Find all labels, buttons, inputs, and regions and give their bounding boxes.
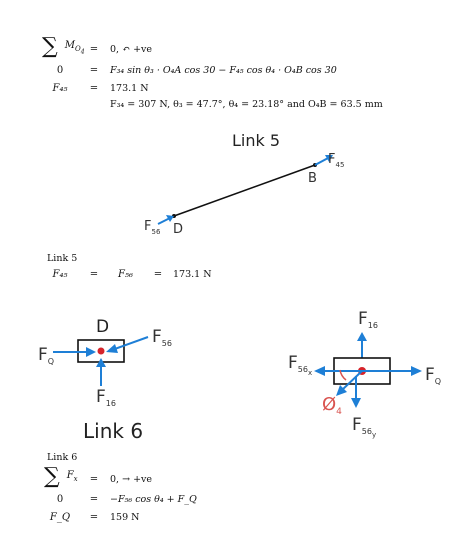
fq-label: FQ bbox=[38, 345, 54, 366]
moment-sub-4: 4 bbox=[80, 48, 85, 56]
link6-sketch: D FQ F56 F16 Link 6 bbox=[38, 317, 172, 443]
link5-lhs: F₄₅ bbox=[52, 269, 68, 280]
link6-components-sketch: F16 FQ F56x Ø4 F56y bbox=[288, 309, 441, 439]
f16-label: F16 bbox=[358, 309, 378, 330]
equals-sign: = bbox=[153, 269, 163, 280]
moment-letter: M bbox=[64, 40, 75, 51]
link5-sketch: Link 5 F45 B F56 D bbox=[144, 131, 344, 237]
f56x-arrowhead-icon bbox=[314, 366, 325, 376]
theta4-angle-arc bbox=[339, 369, 347, 381]
eq2-lhs: 0 bbox=[56, 65, 64, 76]
force-letter: F bbox=[66, 470, 74, 481]
f45-arrowhead-icon bbox=[325, 155, 333, 162]
f56x-label: F56x bbox=[288, 353, 312, 377]
eq2-rhs: F₃₄ sin θ₃ · O₄A cos 30 − F₄₅ cos θ₄ · O… bbox=[110, 65, 337, 76]
force-subscript: Fx bbox=[66, 470, 78, 483]
f16-label: F16 bbox=[96, 387, 116, 408]
fq-arrowhead-icon bbox=[411, 366, 422, 376]
link6-eq2-lhs: 0 bbox=[56, 494, 64, 505]
b-label: B bbox=[308, 171, 317, 186]
f56-resultant-arrowhead-icon bbox=[336, 385, 347, 396]
link6-eq3-rhs: 159 N bbox=[110, 512, 140, 523]
eq4-given-values: F₃₄ = 307 N, θ₃ = 47.7°, θ₄ = 23.18° and… bbox=[110, 99, 383, 110]
equals-sign: = bbox=[89, 83, 99, 94]
force-sub-x: x bbox=[73, 475, 78, 483]
link6-caption: Link 6 bbox=[83, 419, 143, 443]
equals-sign: = bbox=[89, 474, 99, 485]
f16-arrowhead-icon bbox=[96, 358, 106, 367]
equals-sign: = bbox=[89, 269, 99, 280]
link6-eq1-rhs: 0, → +ve bbox=[110, 474, 153, 485]
moment-subscript: MO4 bbox=[64, 40, 85, 55]
sigma-symbol: ∑ bbox=[44, 464, 60, 489]
f56-arrow bbox=[111, 336, 149, 351]
link5-mid: F₅₆ bbox=[118, 269, 133, 280]
sigma-symbol: ∑ bbox=[42, 34, 58, 59]
f16-arrowhead-icon bbox=[357, 332, 367, 341]
f45-label: F45 bbox=[328, 152, 344, 169]
f56-resultant-arrow bbox=[341, 370, 363, 391]
link5-rhs: 173.1 N bbox=[173, 269, 212, 280]
eq3-rhs: 173.1 N bbox=[110, 83, 149, 94]
link5-bar bbox=[173, 164, 316, 217]
f56-label: F56 bbox=[144, 219, 161, 236]
f56-arrowhead-icon bbox=[106, 344, 118, 353]
d-label: D bbox=[173, 222, 183, 237]
fq-arrowhead-icon bbox=[86, 347, 96, 357]
equals-sign: = bbox=[89, 44, 99, 55]
pin-d-marker bbox=[97, 347, 105, 355]
equals-sign: = bbox=[89, 512, 99, 523]
sum-force-symbol: ∑ Fx bbox=[44, 466, 78, 495]
f56-arrowhead-icon bbox=[166, 215, 174, 222]
eq3-lhs: F₄₅ bbox=[52, 83, 68, 94]
equals-sign: = bbox=[89, 494, 99, 505]
f56-label: F56 bbox=[152, 327, 172, 348]
moment-sub-o: O bbox=[74, 45, 81, 53]
eq1-rhs: 0, ↶ +ve bbox=[110, 44, 153, 55]
link6-heading: Link 6 bbox=[47, 452, 78, 463]
link5-sketch-title: Link 5 bbox=[232, 131, 280, 150]
f56y-label: F56y bbox=[352, 415, 376, 439]
equals-sign: = bbox=[89, 65, 99, 76]
link6-eq2-rhs: −F₅₆ cos θ₄ + F_Q bbox=[110, 494, 197, 505]
d-label: D bbox=[96, 317, 109, 337]
theta4-label: Ø4 bbox=[322, 394, 342, 417]
sum-moment-symbol: ∑ MO4 bbox=[42, 36, 85, 68]
f56y-arrowhead-icon bbox=[351, 398, 361, 408]
fq-label: FQ bbox=[425, 365, 441, 386]
link5-heading: Link 5 bbox=[47, 253, 78, 264]
link6-eq3-lhs: F_Q bbox=[49, 512, 71, 523]
